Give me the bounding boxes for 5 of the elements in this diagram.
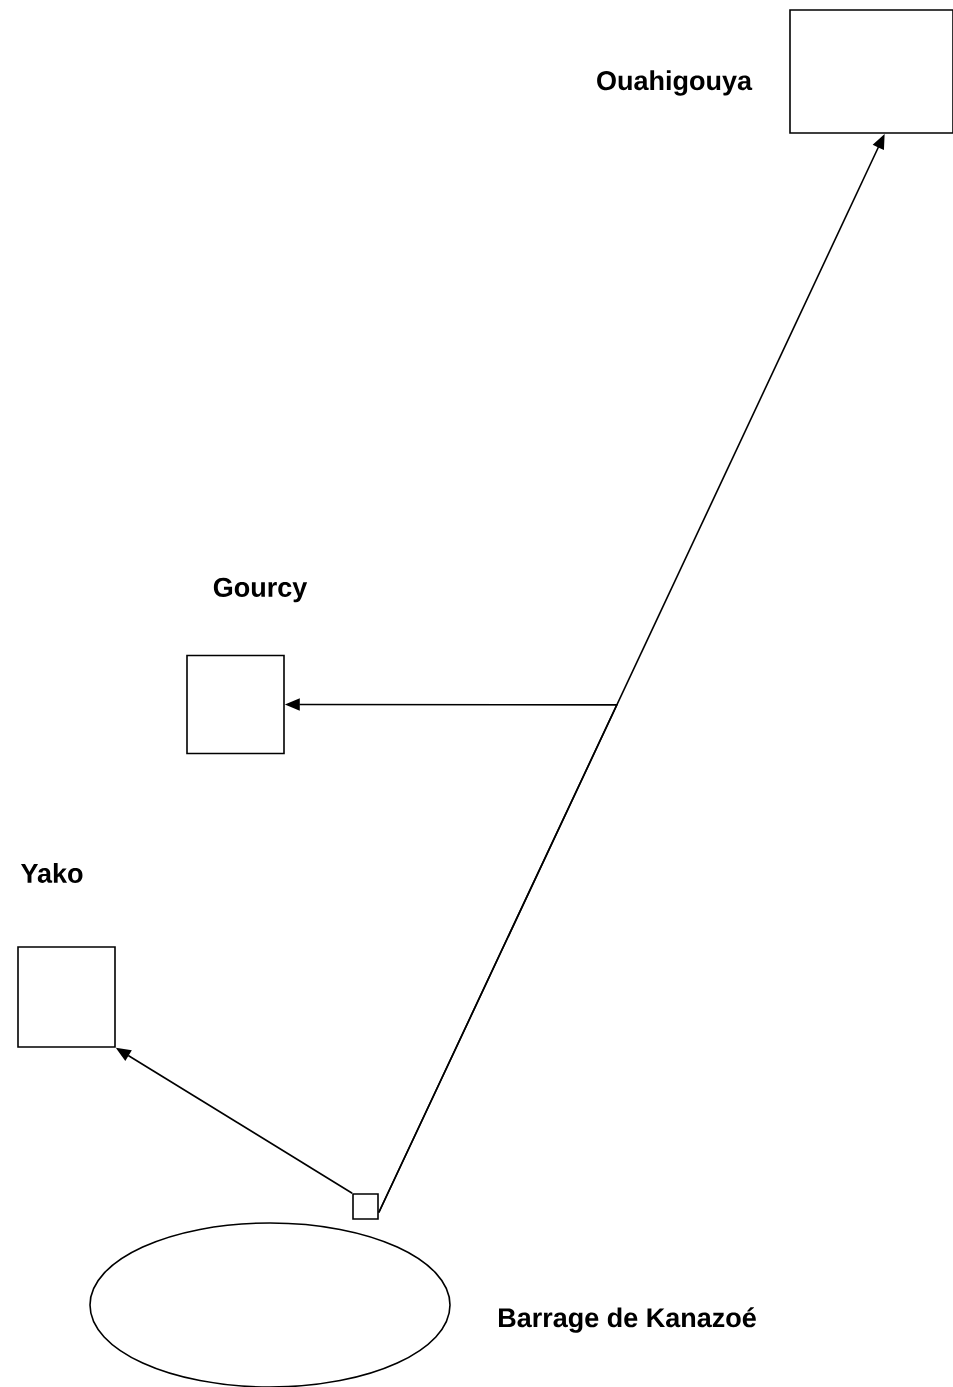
junction-box [352,1193,379,1220]
place-name: Gourcy [213,577,308,603]
place-name: Ouahigouya [597,70,753,96]
place-name: Barrage de Kanazoé [499,1307,756,1333]
place-name: Yako [20,863,83,883]
